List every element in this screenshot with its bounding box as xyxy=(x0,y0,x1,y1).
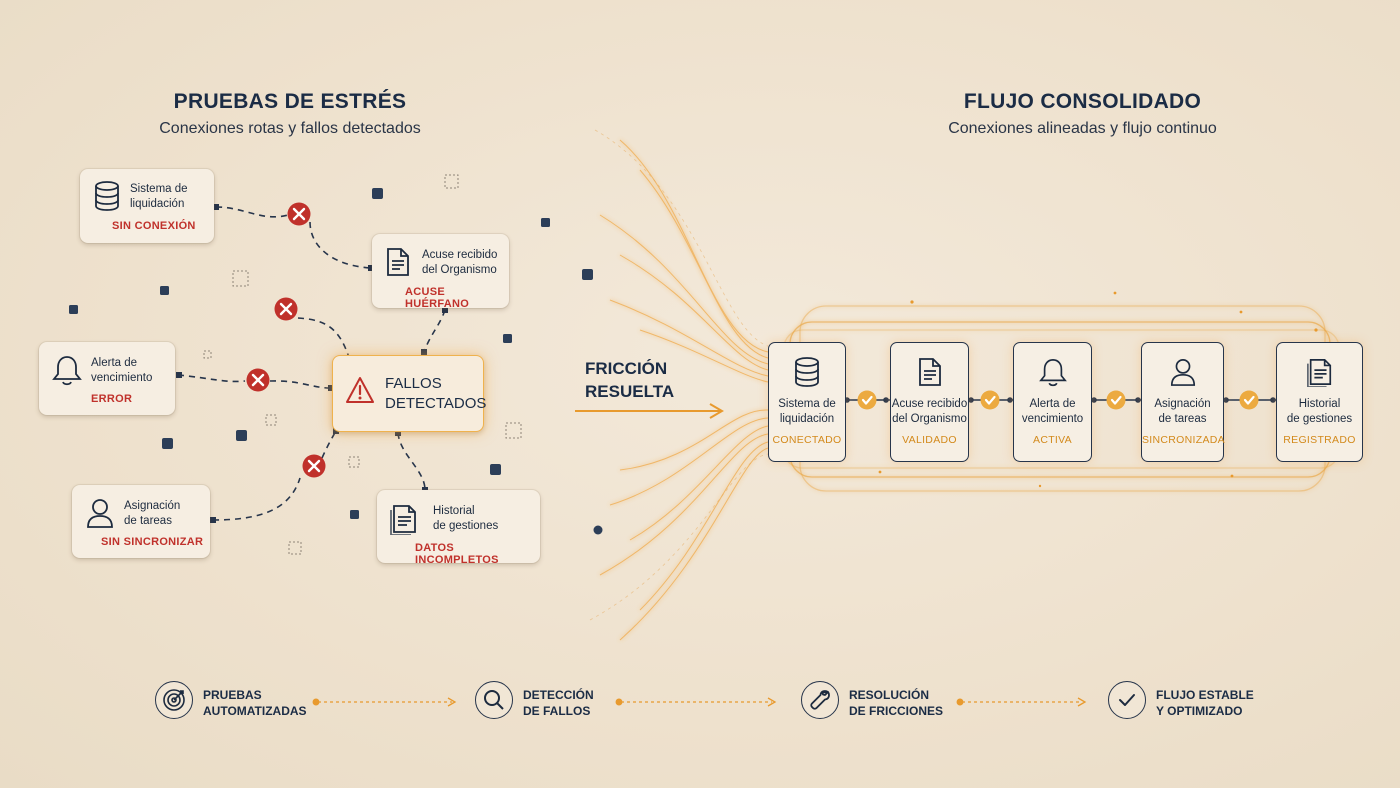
records-icon xyxy=(1306,359,1331,387)
frame-sparks xyxy=(878,291,1318,488)
broken-connector-3 xyxy=(177,374,246,383)
right-title: FLUJO CONSOLIDADO xyxy=(963,90,1202,113)
user-icon xyxy=(87,499,113,528)
broken-connector-4b xyxy=(321,429,337,459)
check-icon xyxy=(1119,694,1135,706)
scattered-fragments xyxy=(69,188,603,535)
document-icon xyxy=(387,248,409,276)
right-heading: FLUJO CONSOLIDADO Conexiones alineadas y… xyxy=(925,90,1240,138)
step-badge xyxy=(475,681,513,719)
broken-connector-6 xyxy=(397,432,426,491)
records-icon xyxy=(390,505,416,535)
wrench-icon xyxy=(810,690,830,710)
check-badge-icon xyxy=(1106,390,1126,410)
step-badge xyxy=(155,681,193,719)
chain-checks xyxy=(857,390,1259,410)
status-badge: REGISTRADO xyxy=(1283,434,1356,446)
check-badge-icon xyxy=(857,390,877,410)
process-arrow-ends xyxy=(312,697,1087,707)
flow-lines-faint xyxy=(589,129,769,621)
check-badge-icon xyxy=(1239,390,1259,410)
status-badge: ACUSE HUÉRFANO xyxy=(405,286,470,310)
right-subtitle: Conexiones alineadas y flujo continuo xyxy=(948,120,1217,137)
broken-connector-1b xyxy=(309,221,371,269)
bell-icon xyxy=(52,356,82,386)
broken-connector-5 xyxy=(423,309,446,353)
status-badge: SIN SINCRONIZAR xyxy=(101,536,204,548)
status-badge: CONECTADO xyxy=(772,434,842,446)
error-marks xyxy=(246,202,326,478)
left-subtitle: Conexiones rotas y fallos detectados xyxy=(159,120,421,137)
left-title: PRUEBAS DE ESTRÉS xyxy=(173,90,407,113)
status-badge: VALIDADO xyxy=(902,434,957,446)
error-x-icon xyxy=(246,368,270,392)
magnifier-icon xyxy=(484,690,504,710)
broken-connector-1 xyxy=(215,206,289,218)
status-badge: SINCRONIZADA xyxy=(1142,434,1225,446)
transition-arrow xyxy=(575,403,724,419)
chain-dots xyxy=(844,397,1276,403)
warning-icon xyxy=(346,377,374,403)
error-x-icon xyxy=(274,297,298,321)
user-icon xyxy=(1170,359,1195,386)
check-badge-icon xyxy=(980,390,1000,410)
error-x-icon xyxy=(302,454,326,478)
status-badge: ERROR xyxy=(91,393,133,405)
status-badge: ACTIVA xyxy=(1033,434,1072,446)
bell-icon xyxy=(1038,359,1067,387)
error-x-icon xyxy=(287,202,311,226)
step-badge xyxy=(801,681,839,719)
broken-connector-3b xyxy=(269,380,331,389)
ghost-fragments xyxy=(203,174,522,555)
flow-lines xyxy=(599,139,769,641)
status-badge: DATOS INCOMPLETOS xyxy=(415,542,499,566)
status-badge: SIN CONEXIÓN xyxy=(112,220,196,232)
database-icon xyxy=(95,181,119,211)
step-badge xyxy=(1108,681,1146,719)
document-icon xyxy=(918,358,941,386)
database-icon xyxy=(795,357,819,387)
broken-connector-4 xyxy=(212,477,301,521)
left-heading: PRUEBAS DE ESTRÉS Conexiones rotas y fal… xyxy=(140,90,440,138)
target-icon xyxy=(163,689,185,711)
